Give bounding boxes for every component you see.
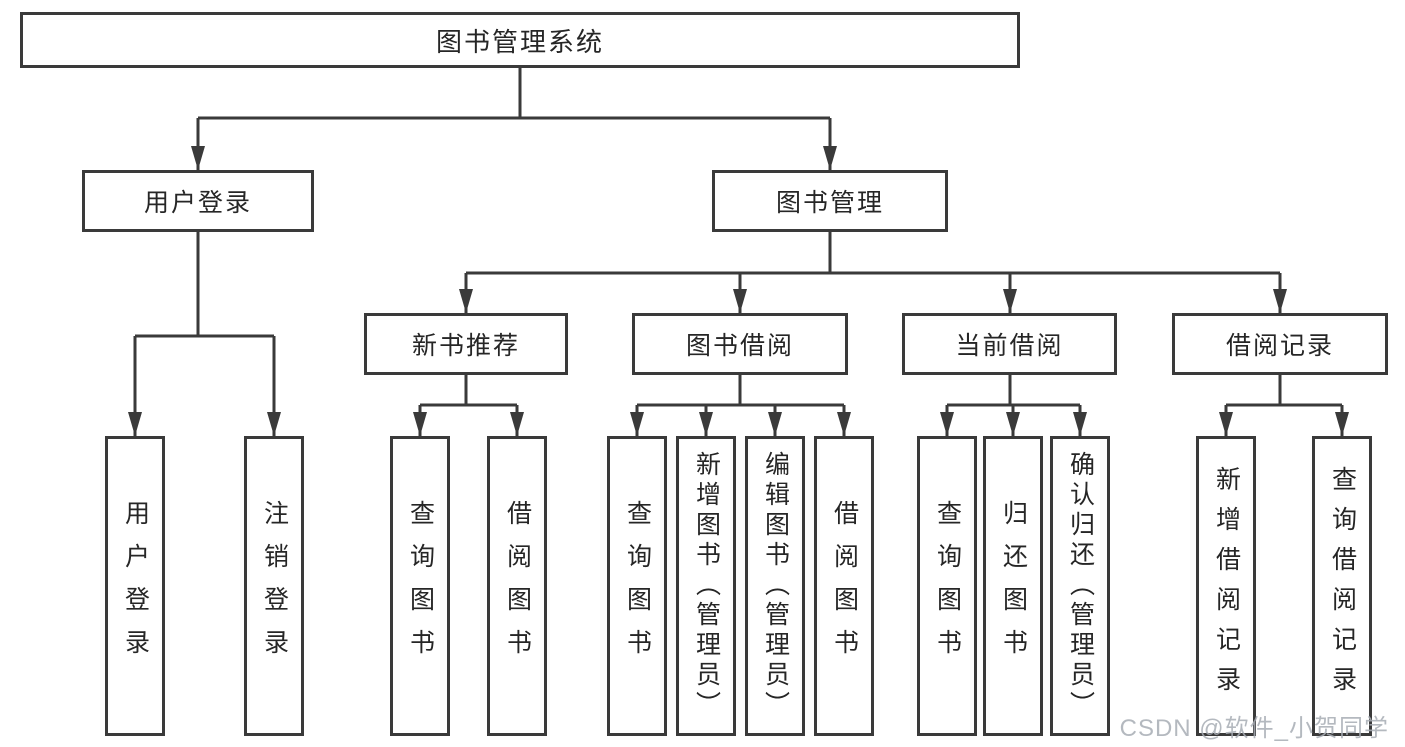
node-label: 用户登录 [121, 500, 150, 672]
csdn-watermark: CSDN @软件_小贺同学 [1119, 715, 1389, 742]
node-label: 编辑图书（管理员） [761, 451, 790, 721]
node-leaf-query-books-current: 查询图书 [917, 436, 977, 736]
node-current-borrowing: 当前借阅 [902, 313, 1117, 375]
node-label: 注销登录 [260, 500, 289, 672]
node-label: 新书推荐 [411, 332, 520, 360]
node-leaf-confirm-return-admin: 确认归还（管理员） [1050, 436, 1110, 736]
node-label: 确认归还（管理员） [1066, 451, 1095, 721]
node-leaf-query-borrow-record: 查询借阅记录 [1312, 436, 1372, 736]
node-label: 借阅图书 [503, 500, 532, 672]
node-label: 归还图书 [999, 500, 1028, 672]
node-book-borrowing: 图书借阅 [632, 313, 848, 375]
node-leaf-query-books-borrow: 查询图书 [607, 436, 667, 736]
node-leaf-user-login: 用户登录 [105, 436, 165, 736]
node-leaf-add-borrow-record: 新增借阅记录 [1196, 436, 1256, 736]
node-label: 新增借阅记录 [1212, 466, 1241, 706]
node-leaf-borrow-books-borrow: 借阅图书 [814, 436, 874, 736]
node-label: 新增图书（管理员） [692, 451, 721, 721]
node-leaf-add-books-admin: 新增图书（管理员） [676, 436, 736, 736]
node-label: 查询借阅记录 [1328, 466, 1357, 706]
node-library-management-system: 图书管理系统 [20, 12, 1020, 68]
node-leaf-logout: 注销登录 [244, 436, 304, 736]
node-label: 用户登录 [143, 189, 252, 217]
node-label: 借阅记录 [1225, 332, 1334, 360]
node-user-login: 用户登录 [82, 170, 314, 232]
node-label: 查询图书 [406, 500, 435, 672]
node-label: 查询图书 [623, 500, 652, 672]
node-leaf-edit-books-admin: 编辑图书（管理员） [745, 436, 805, 736]
node-label: 图书管理系统 [435, 26, 604, 57]
node-label: 图书管理 [775, 189, 884, 217]
node-label: 借阅图书 [830, 500, 859, 672]
node-label: 查询图书 [933, 500, 962, 672]
node-leaf-borrow-books-newbook: 借阅图书 [487, 436, 547, 736]
node-borrowing-records: 借阅记录 [1172, 313, 1388, 375]
node-leaf-query-books-newbook: 查询图书 [390, 436, 450, 736]
node-new-book-recommend: 新书推荐 [364, 313, 568, 375]
node-leaf-return-books: 归还图书 [983, 436, 1043, 736]
node-label: 当前借阅 [955, 332, 1064, 360]
node-book-management: 图书管理 [712, 170, 948, 232]
node-label: 图书借阅 [685, 332, 794, 360]
